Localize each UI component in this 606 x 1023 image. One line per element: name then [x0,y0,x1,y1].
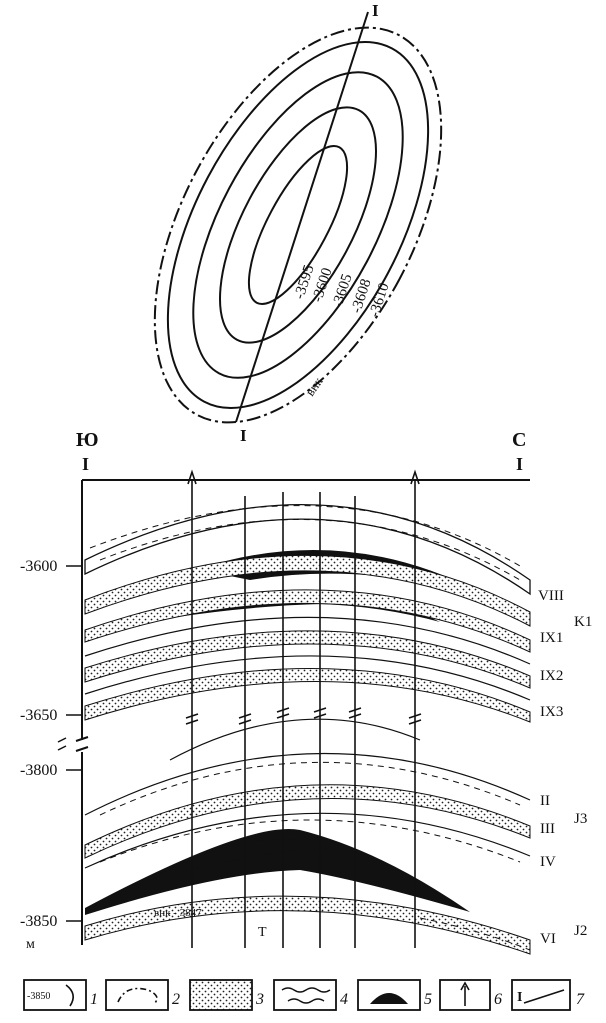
owc-label-section: внк - 3847 [154,907,202,919]
legend-item-7: I 7 [511,979,585,1011]
contour-3605 [192,71,404,379]
depth-label-3650: -3650 [20,707,57,724]
strat-k1: K1 [574,614,592,630]
legend-item-2: 2 [105,979,180,1011]
strat-j2: J2 [574,923,587,939]
legend-item-1: -3850 1 [23,979,98,1011]
legend: -3850 1 2 3 4 5 [23,979,585,1011]
depth-label-3850: -3850 [20,913,57,930]
layer-iii: III [540,821,555,837]
layer-iv: IV [540,854,556,870]
contour-3610 [153,26,443,424]
structure-map: I I -3595 -3600 -3605 -3608 -3610 внк [153,1,443,445]
layer-ix1: IX1 [540,630,563,646]
cross-section: Ю I С I -3600 -3650 -3800 -3850 м [20,429,592,955]
contour-3608 [166,41,430,409]
legend-number-3: 3 [255,991,264,1008]
profile-label-top: I [372,1,379,20]
layer-viii: VIII [538,588,564,604]
legend-number-4: 4 [340,991,348,1008]
legend-sample-contour: -3850 [27,991,50,1002]
contour-3600 [219,106,377,344]
layer-ix2: IX2 [540,668,563,684]
wells [185,469,422,948]
legend-number-5: 5 [424,991,432,1008]
legend-item-6: 6 [439,979,502,1011]
layer-ix3: IX3 [540,704,563,720]
legend-item-3: 3 [189,979,264,1011]
legend-number-1: 1 [90,991,98,1008]
depth-label-3800: -3800 [20,762,57,779]
profile-line [235,11,369,423]
south-letter: Ю [76,429,99,451]
owc-label-map: внк [302,374,326,399]
profile-label-bottom: I [240,426,247,445]
depth-unit: м [26,937,35,952]
strat-j3: J3 [574,811,587,827]
legend-item-5: 5 [357,979,432,1011]
contour-3595 [247,145,349,305]
legend-number-6: 6 [494,991,502,1008]
depth-label-3600: -3600 [20,558,57,575]
legend-item-4: 4 [273,979,348,1011]
legend-number-7: 7 [576,991,585,1008]
north-roman: I [516,454,523,474]
lower-strata [84,718,531,955]
north-letter: С [512,429,526,451]
upper-strata [84,504,531,723]
layer-vi: VI [540,931,556,947]
layer-ii: II [540,793,550,809]
legend-number-2: 2 [172,991,180,1008]
legend-profile-mark: I [517,990,522,1005]
t-label: Т [258,925,267,940]
south-roman: I [82,454,89,474]
